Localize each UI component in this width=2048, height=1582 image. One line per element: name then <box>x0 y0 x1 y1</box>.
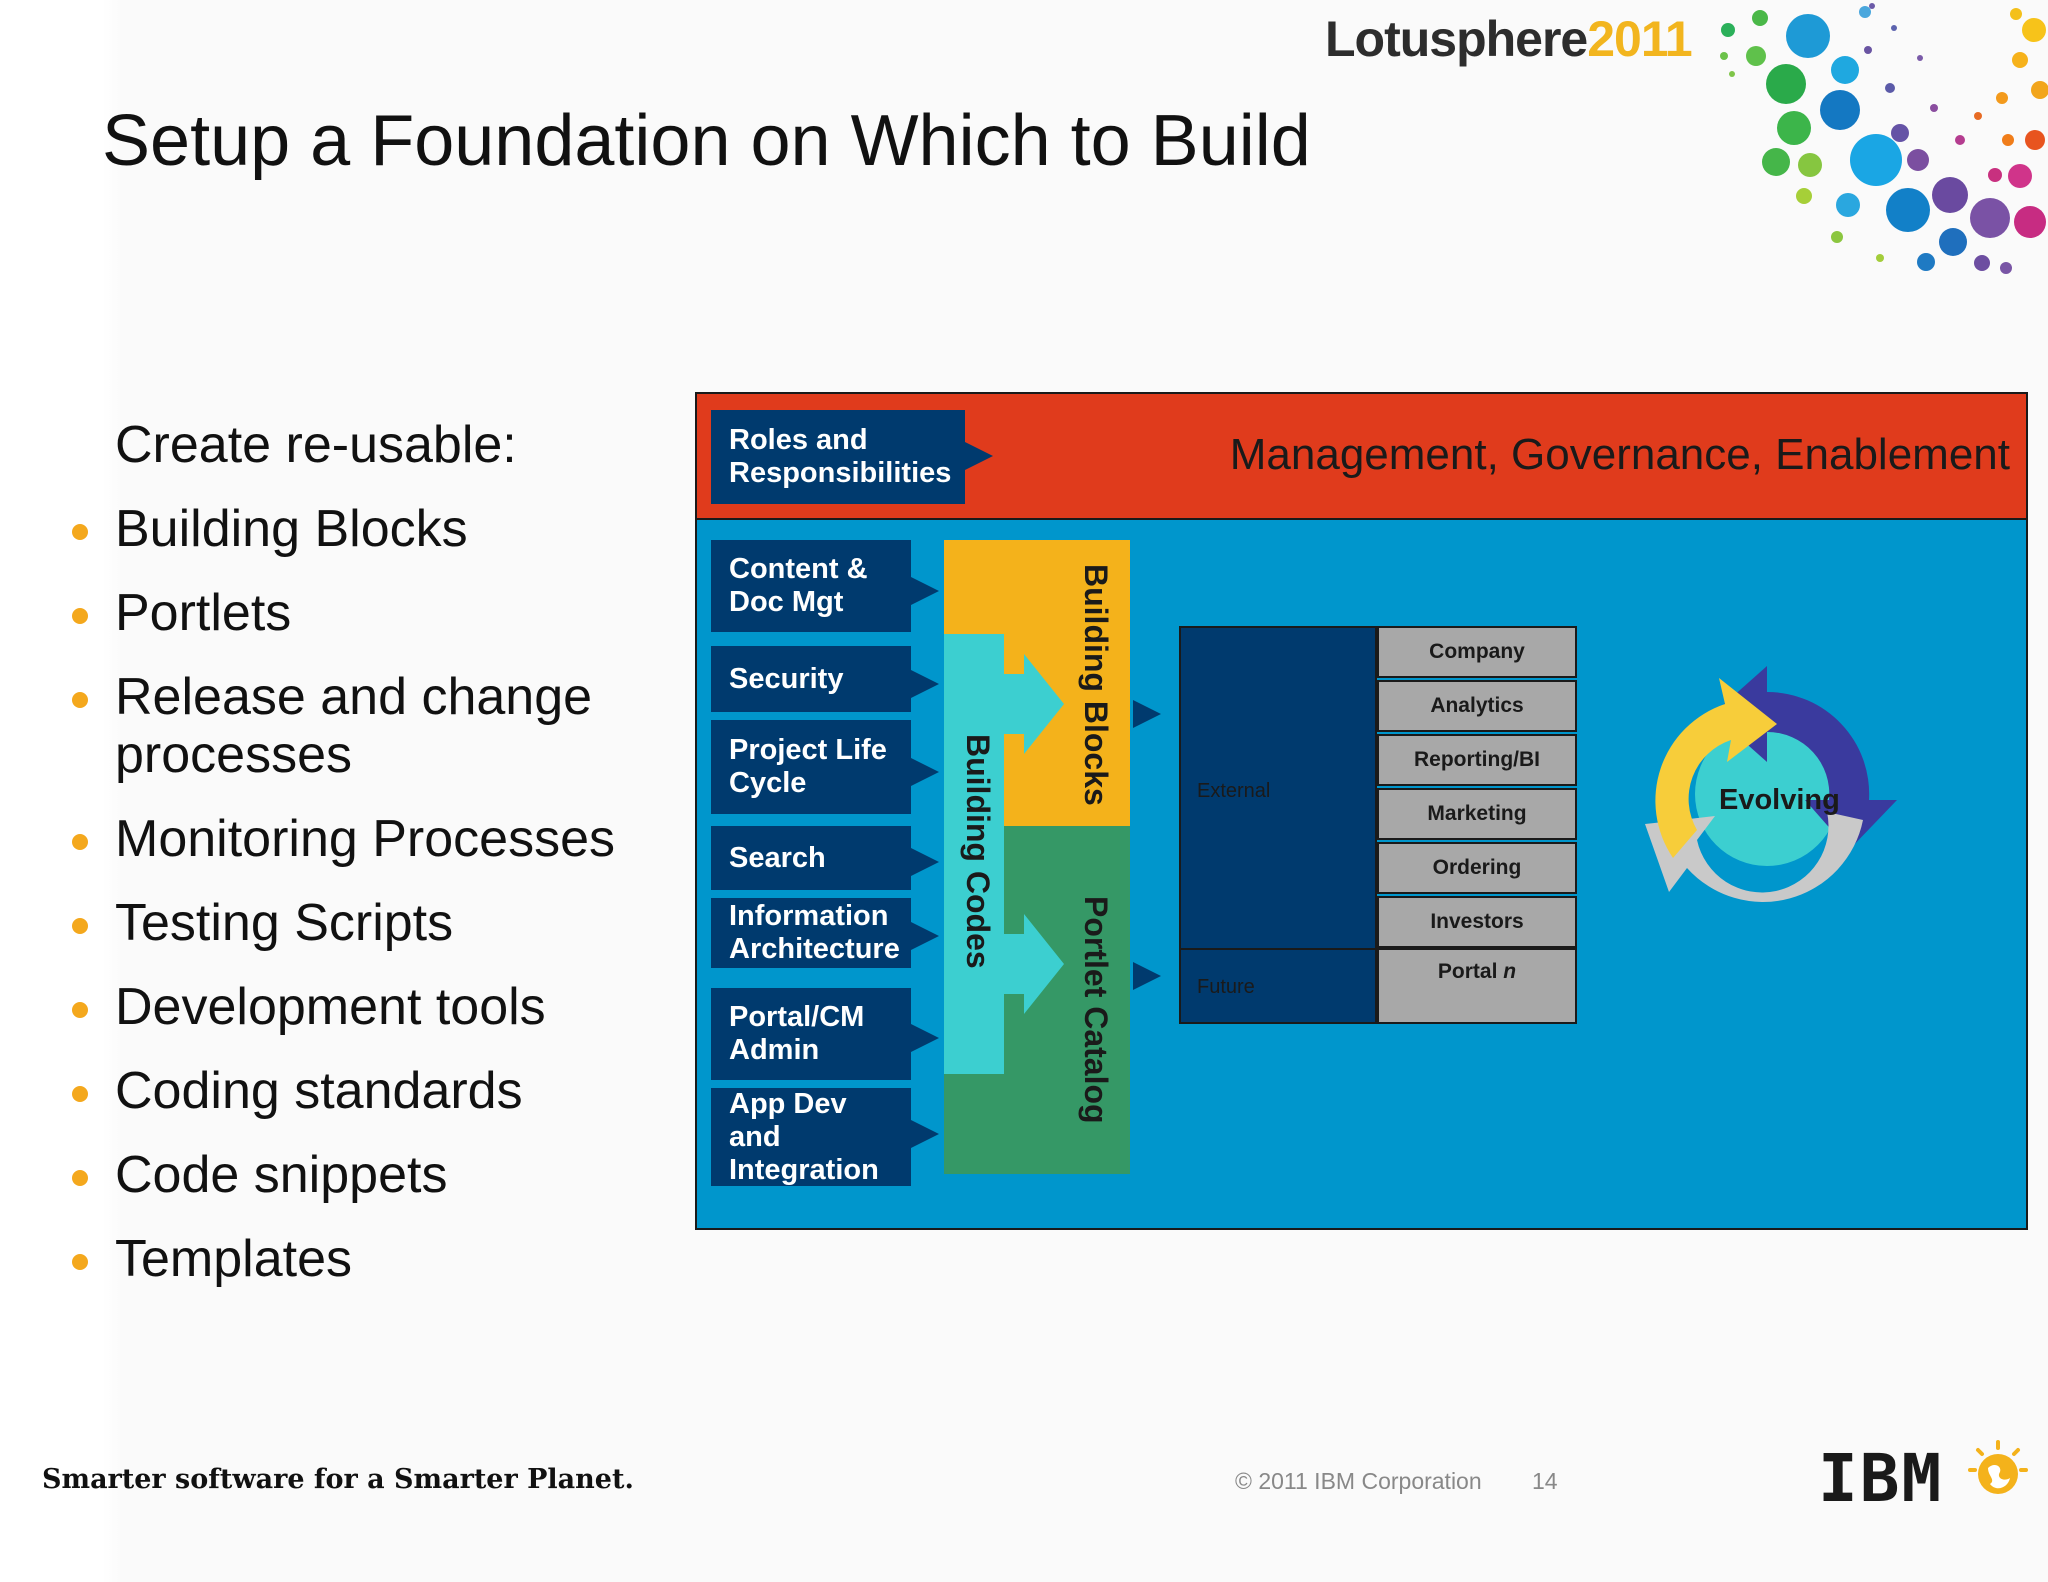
portal-n: Portal n <box>1377 948 1577 1024</box>
left-box-portal-cm-admin: Portal/CM Admin <box>711 988 911 1080</box>
left-box-content-doc-mgt: Content & Doc Mgt <box>711 540 911 632</box>
portal-investors: Investors <box>1377 896 1577 948</box>
bullet-item: Release and change processes <box>70 668 675 784</box>
bullet-dot-icon <box>72 524 88 540</box>
roles-arrow-icon <box>965 442 993 470</box>
bullet-dot-icon <box>72 834 88 850</box>
security-arrow-icon <box>911 670 939 698</box>
portal-n-prefix: Portal <box>1437 960 1504 983</box>
admin-arrow-icon <box>911 1024 939 1052</box>
page-number: 14 <box>1532 1468 1558 1494</box>
content-arrow-icon <box>911 577 939 605</box>
foundation-diagram: Management, Governance, Enablement Roles… <box>695 392 2028 1230</box>
management-label: Management, Governance, Enablement <box>1229 430 2010 479</box>
external-label: External <box>1197 780 1271 802</box>
left-box-security: Security <box>711 646 911 712</box>
project-arrow-icon <box>911 758 939 786</box>
ia-arrow-icon <box>911 922 939 950</box>
portlet-catalog-label: Portlet Catalog <box>1078 896 1114 1124</box>
evolving-cycle-icon <box>1645 666 1897 902</box>
catalog-to-future-arrow-icon <box>1133 962 1161 990</box>
appdev-arrow-icon <box>911 1120 939 1148</box>
search-arrow-icon <box>911 848 939 876</box>
building-codes-arrows <box>944 634 1064 1074</box>
intro-text: Create re-usable: <box>115 416 517 474</box>
bullet-dot-icon <box>72 692 88 708</box>
bullet-item: Building Blocks <box>70 500 675 558</box>
bullet-text: Templates <box>115 1230 352 1288</box>
building-blocks-label: Building Blocks <box>1078 564 1114 806</box>
portal-ordering: Ordering <box>1377 842 1577 894</box>
bullet-dot-icon <box>72 918 88 934</box>
portal-marketing: Marketing <box>1377 788 1577 840</box>
bullet-text: Development tools <box>115 978 546 1036</box>
bullet-item: Coding standards <box>70 1062 675 1120</box>
bullet-text: Code snippets <box>115 1146 448 1204</box>
bullet-list: Building Blocks Portlets Release and cha… <box>70 500 675 1314</box>
bullet-item: Templates <box>70 1230 675 1288</box>
left-box-search: Search <box>711 826 911 890</box>
future-panel <box>1179 948 1377 1024</box>
footer-copyright: © 2011 IBM Corporation <box>1235 1468 1482 1494</box>
bullet-text: Portlets <box>115 584 292 642</box>
portal-analytics: Analytics <box>1377 680 1577 732</box>
dots-decoration-icon <box>1720 3 2048 274</box>
bullet-text: Testing Scripts <box>115 894 454 952</box>
page-title: Setup a Foundation on Which to Build <box>102 101 1311 181</box>
smarter-planet-icon <box>1968 1440 2028 1494</box>
blocks-to-external-arrow-icon <box>1133 700 1161 728</box>
bullet-text: Monitoring Processes <box>115 810 615 868</box>
external-panel <box>1179 626 1377 950</box>
bullet-dot-icon <box>72 1002 88 1018</box>
portal-n-suffix: n <box>1503 960 1517 983</box>
lotusphere-logo: Lotusphere2011 <box>1325 10 1693 68</box>
bullet-item: Monitoring Processes <box>70 810 675 868</box>
evolving-label: Evolving <box>1719 784 1840 816</box>
bullet-item: Testing Scripts <box>70 894 675 952</box>
future-label: Future <box>1197 976 1255 998</box>
logo-word: Lotusphere <box>1325 11 1588 67</box>
roles-box: Roles and Responsibilities <box>711 410 965 504</box>
bullet-text: Building Blocks <box>115 500 468 558</box>
bullet-item: Portlets <box>70 584 675 642</box>
bullet-dot-icon <box>72 1086 88 1102</box>
bullet-dot-icon <box>72 608 88 624</box>
bullet-text: Coding standards <box>115 1062 523 1120</box>
bullet-dot-icon <box>72 1170 88 1186</box>
building-codes-label: Building Codes <box>960 734 996 969</box>
ibm-logo: IBM <box>1818 1440 1944 1517</box>
logo-year: 2011 <box>1587 11 1692 67</box>
portal-company: Company <box>1377 626 1577 678</box>
left-box-information-architecture: Information Architecture <box>711 898 911 968</box>
bullet-text: Release and change processes <box>115 668 593 784</box>
bullet-item: Development tools <box>70 978 675 1036</box>
footer-tagline: Smarter software for a Smarter Planet. <box>42 1464 634 1495</box>
left-box-app-dev-integration: App Dev and Integration <box>711 1088 911 1186</box>
portal-reporting-bi: Reporting/BI <box>1377 734 1577 786</box>
bullet-item: Code snippets <box>70 1146 675 1204</box>
left-box-project-life-cycle: Project Life Cycle <box>711 720 911 814</box>
bullet-dot-icon <box>72 1254 88 1270</box>
